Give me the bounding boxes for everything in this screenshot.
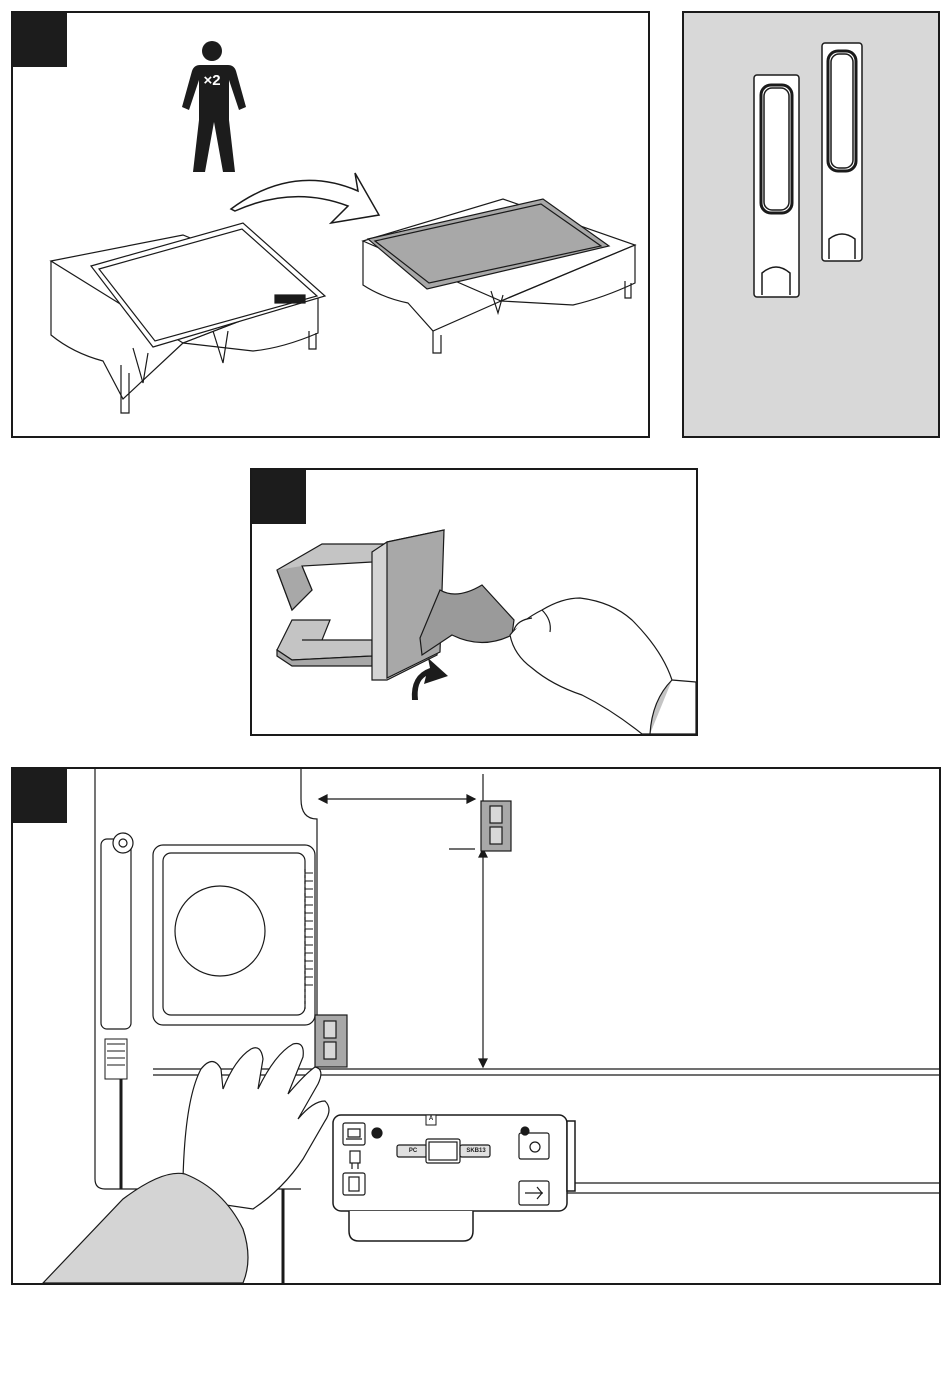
- illustration-mount-usb-box: [13, 769, 939, 1283]
- display-face-up: [91, 223, 325, 347]
- box-top-mark: A: [426, 1116, 436, 1122]
- illustration-adhesive-brackets: [684, 13, 938, 436]
- step-panel-lay-display-flat: ×2: [11, 11, 650, 438]
- hand-icon: [510, 598, 696, 734]
- sd-card-icon: [343, 1173, 365, 1195]
- usb-icon: [519, 1181, 549, 1205]
- illustration-move-display: ×2: [13, 13, 648, 436]
- switch-label-skb13: SKB13: [461, 1148, 491, 1154]
- illustration-peel-liner: [252, 470, 696, 734]
- bracket-front: [754, 75, 799, 297]
- person-icon: [182, 41, 246, 172]
- step-panel-attach-usb-box: PC SKB13 A: [11, 767, 941, 1285]
- adhesive-strip-lower: [315, 1015, 347, 1067]
- step-panel-peel-adhesive: [250, 468, 698, 736]
- person-count-badge: ×2: [203, 72, 220, 89]
- curved-arrow-icon: [231, 173, 379, 223]
- parts-panel-adhesive-strips: [682, 11, 940, 438]
- adhesive-strip-upper: [481, 801, 511, 851]
- switch-label-pc: PC: [399, 1148, 427, 1154]
- bracket-back: [822, 43, 862, 261]
